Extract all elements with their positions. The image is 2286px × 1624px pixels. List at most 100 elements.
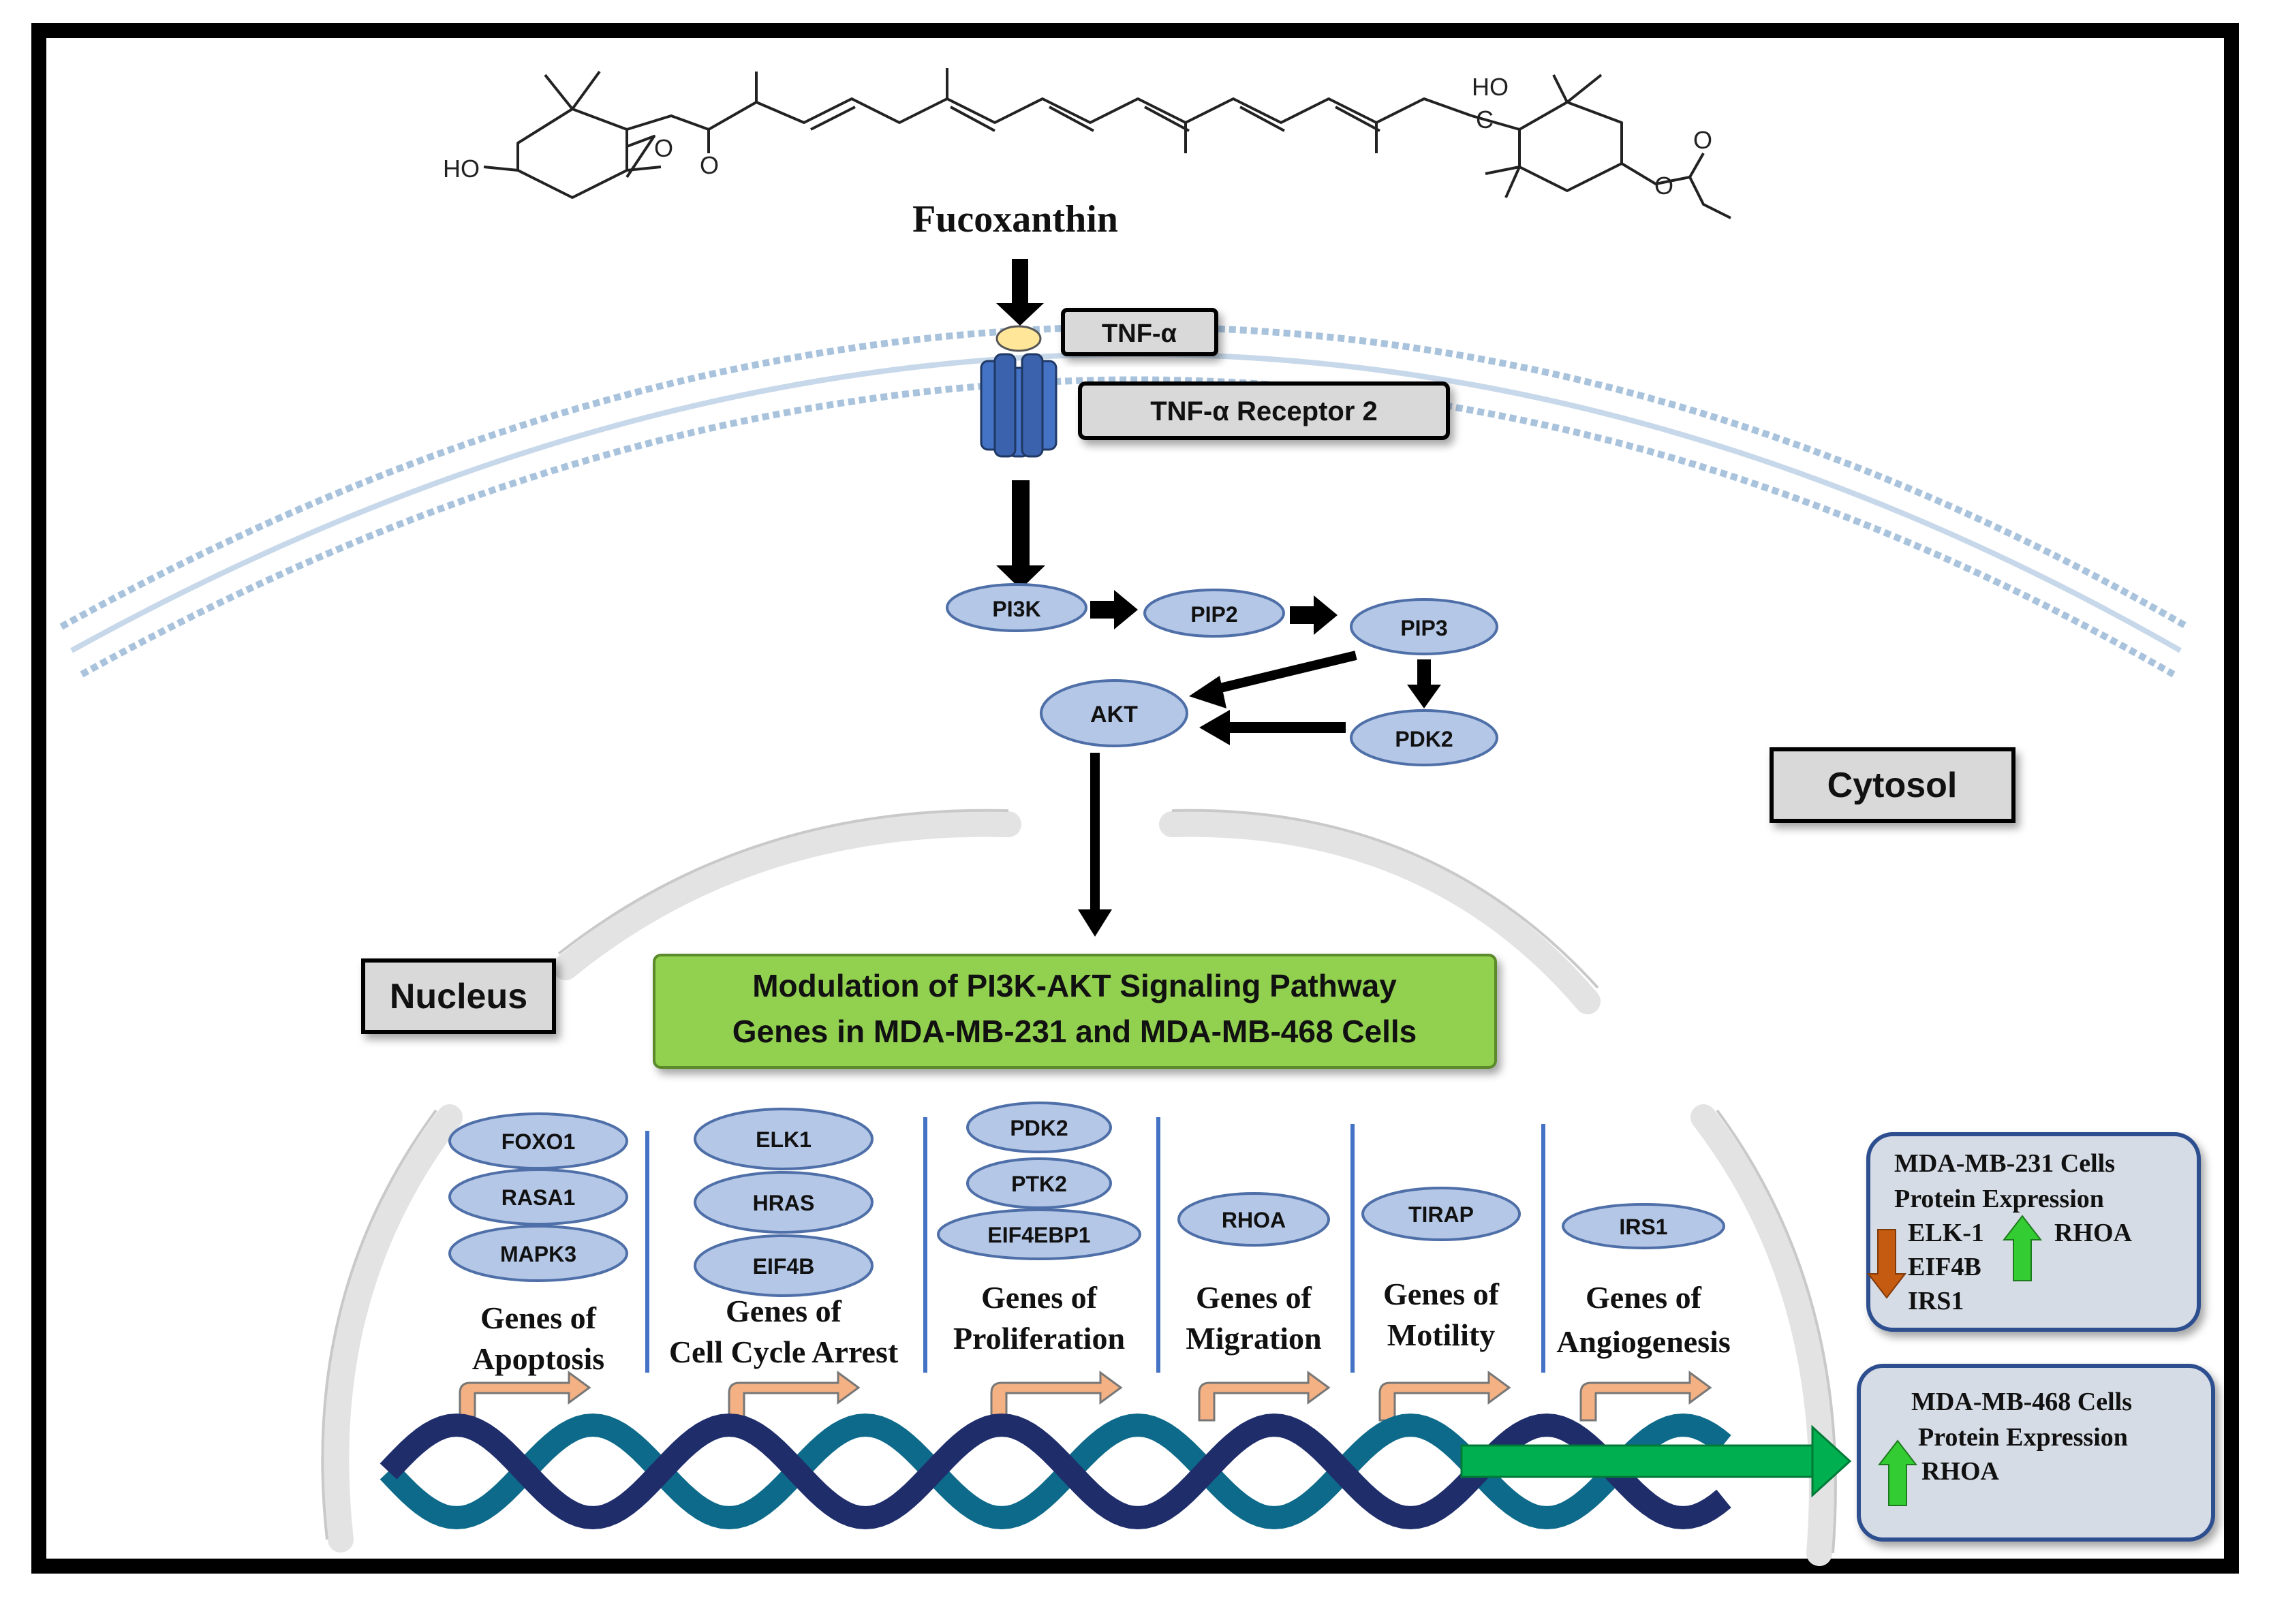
dna-strand — [380, 1413, 1731, 1530]
up-arrow-icon — [1877, 1439, 1918, 1506]
node-pip3 — [1350, 598, 1498, 655]
gene-group-title-2: Migration — [1186, 1321, 1321, 1356]
node-akt-label: AKT — [1090, 702, 1138, 728]
cell-membrane — [59, 324, 2189, 678]
promoter-arrow-icon — [990, 1371, 1123, 1422]
promoter-arrow-icon — [459, 1371, 591, 1422]
gene-group-title-2: Motility — [1387, 1317, 1495, 1352]
gene-group-title-1: Genes of — [480, 1300, 597, 1335]
tnf-alpha-label-box: TNF-α — [1061, 308, 1218, 356]
fucoxanthin-atoms: HO HO O O C O O — [443, 73, 1712, 200]
node-pi3k — [946, 583, 1087, 632]
nucleus-label: Nucleus — [390, 977, 527, 1016]
gene-group-5: TIRAP Genes of Motility — [1361, 1187, 1521, 1422]
info-box-231: MDA-MB-231 Cells Protein Expression ELK-… — [1866, 1132, 2201, 1332]
box231-down-elk1: ELK-1 — [1908, 1219, 1984, 1247]
gene-group-title-1: Genes of — [726, 1294, 842, 1328]
promoter-arrow-icon — [1198, 1371, 1331, 1422]
atom-ester-o2: O — [1693, 126, 1712, 154]
gene-group-4: RHOA Genes of Migration — [1177, 1192, 1331, 1422]
gene-group-title-1: Genes of — [981, 1280, 1098, 1315]
fucoxanthin-arrow — [996, 259, 1044, 326]
gene-group-title-2: Proliferation — [953, 1321, 1125, 1356]
gene-node-irs1 — [1562, 1203, 1725, 1249]
cytosol-label: Cytosol — [1827, 766, 1958, 805]
node-pip2 — [1143, 589, 1285, 638]
gene-node-ptk2 — [966, 1157, 1112, 1209]
node-pdk2-label: PDK2 — [1395, 727, 1453, 751]
modulation-line2: Genes in MDA-MB-231 and MDA-MB-468 Cells — [732, 1014, 1417, 1049]
promoter-arrow-icon — [1378, 1371, 1511, 1422]
gene-label-rhoa: RHOA — [1222, 1208, 1286, 1232]
gene-label-tirap: TIRAP — [1408, 1202, 1474, 1227]
box231-down-eif4b: EIF4B — [1908, 1253, 1981, 1281]
tnf-receptor-label-box: TNF-α Receptor 2 — [1078, 381, 1450, 440]
gene-node-mapk3 — [448, 1225, 628, 1282]
box231-title: MDA-MB-231 Cells — [1894, 1149, 2115, 1178]
tnf-alpha-ligand — [995, 325, 1042, 352]
receptor-to-pi3k-arrow — [996, 480, 1045, 589]
node-pip2-label: PIP2 — [1190, 602, 1237, 627]
gene-group-title-2: Angiogenesis — [1556, 1324, 1731, 1359]
node-akt — [1040, 679, 1188, 747]
gene-node-rasa1 — [448, 1168, 628, 1225]
gene-group-title-1: Genes of — [1586, 1280, 1702, 1315]
gene-label-irs1: IRS1 — [1619, 1215, 1667, 1239]
atom-ester-o: O — [1654, 172, 1673, 200]
gene-group-title-2: Apoptosis — [472, 1341, 604, 1376]
gene-node-tirap — [1361, 1187, 1521, 1241]
atom-ho-right: HO — [1472, 73, 1509, 101]
atom-ho-left: HO — [443, 155, 480, 183]
atom-epoxy-o: O — [654, 134, 673, 162]
modulation-line1: Modulation of PI3K-AKT Signaling Pathway — [752, 968, 1397, 1003]
box468-subtitle: Protein Expression — [1918, 1423, 2128, 1452]
promoter-arrow-icon — [728, 1371, 861, 1422]
gene-label-rasa1: RASA1 — [501, 1185, 575, 1210]
tnf-receptor-2-icon — [980, 353, 1057, 458]
modulation-box: Modulation of PI3K-AKT Signaling Pathway… — [653, 954, 1497, 1069]
gene-node-pdk2 — [966, 1102, 1112, 1153]
gene-node-eif4b — [694, 1234, 874, 1297]
info-box-468: MDA-MB-468 Cells Protein Expression RHOA — [1857, 1364, 2215, 1542]
fucoxanthin-structure — [483, 68, 1731, 219]
node-pdk2 — [1350, 709, 1498, 766]
group-separators — [645, 1117, 1545, 1373]
tnf-receptor-text: TNF-α Receptor 2 — [1150, 396, 1378, 426]
gene-node-elk1 — [694, 1108, 874, 1170]
promoter-arrow-icon — [1579, 1371, 1712, 1422]
cytosol-label-box: Cytosol — [1770, 747, 2015, 823]
pathway-nodes: PI3K PIP2 PIP3 AKT PDK2 — [946, 583, 1498, 766]
up-arrow-icon — [2002, 1215, 2043, 1281]
gene-label-foxo1: FOXO1 — [501, 1129, 575, 1154]
gene-group-title-1: Genes of — [1383, 1277, 1500, 1311]
gene-label-eif4b: EIF4B — [753, 1254, 815, 1279]
gene-node-hras — [694, 1171, 874, 1234]
gene-label-ptk2: PTK2 — [1011, 1172, 1067, 1196]
node-pi3k-label: PI3K — [992, 597, 1040, 621]
gene-label-eif4ebp1: EIF4EBP1 — [987, 1223, 1090, 1247]
green-arrow-to-468 — [1460, 1424, 1852, 1498]
gene-group-title-1: Genes of — [1196, 1280, 1312, 1315]
gene-node-eif4ebp1 — [937, 1208, 1141, 1260]
gene-label-pdk2: PDK2 — [1010, 1116, 1068, 1140]
gene-label-mapk3: MAPK3 — [500, 1242, 576, 1266]
tnf-alpha-text: TNF-α — [1102, 319, 1177, 348]
gene-label-elk1: ELK1 — [756, 1127, 812, 1152]
box231-down-irs1: IRS1 — [1908, 1287, 1964, 1315]
gene-label-hras: HRAS — [753, 1191, 815, 1215]
box468-title: MDA-MB-468 Cells — [1911, 1388, 2132, 1416]
gene-node-rhoa — [1177, 1192, 1330, 1247]
box231-subtitle: Protein Expression — [1894, 1185, 2104, 1213]
gene-group-title-2: Cell Cycle Arrest — [669, 1334, 899, 1369]
box468-up-rhoa: RHOA — [1921, 1457, 2000, 1486]
atom-keto-o: O — [700, 151, 719, 179]
fucoxanthin-label: Fucoxanthin — [912, 198, 1118, 240]
box231-up-rhoa: RHOA — [2054, 1219, 2133, 1247]
down-arrow-icon — [1866, 1229, 1907, 1299]
